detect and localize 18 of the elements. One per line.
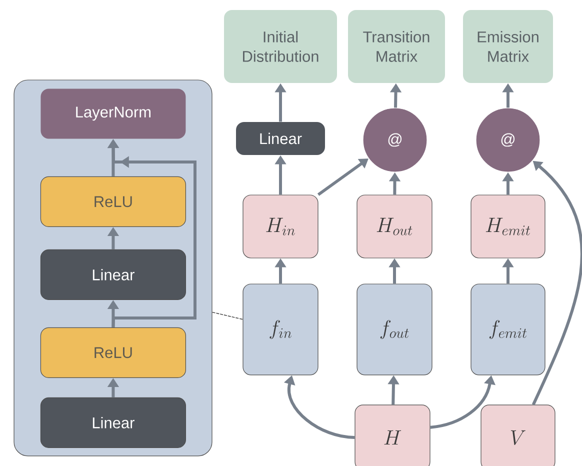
function-box: $f_{in}$ xyxy=(242,284,318,376)
leader-line xyxy=(212,312,244,320)
embedding-box: $H_{emit}$ xyxy=(470,194,546,258)
linear-box: Linear xyxy=(40,397,186,448)
layernorm-box: LayerNorm xyxy=(40,88,186,139)
output-box: Transition Matrix xyxy=(348,10,445,83)
embedding-box: $V$ xyxy=(480,404,556,466)
output-box: Initial Distribution xyxy=(224,10,337,83)
output-box: Emission Matrix xyxy=(463,10,553,83)
linear-box: Linear xyxy=(236,122,325,155)
relu-box: ReLU xyxy=(40,176,186,227)
function-box: $f_{emit}$ xyxy=(470,284,546,376)
embedding-box: $H_{out}$ xyxy=(356,194,432,258)
linear-box: Linear xyxy=(40,249,186,300)
embedding-box: $H$ xyxy=(354,404,430,466)
function-box: $f_{out}$ xyxy=(356,284,432,376)
embedding-box: $H_{in}$ xyxy=(242,194,318,258)
relu-box: ReLU xyxy=(40,327,186,378)
